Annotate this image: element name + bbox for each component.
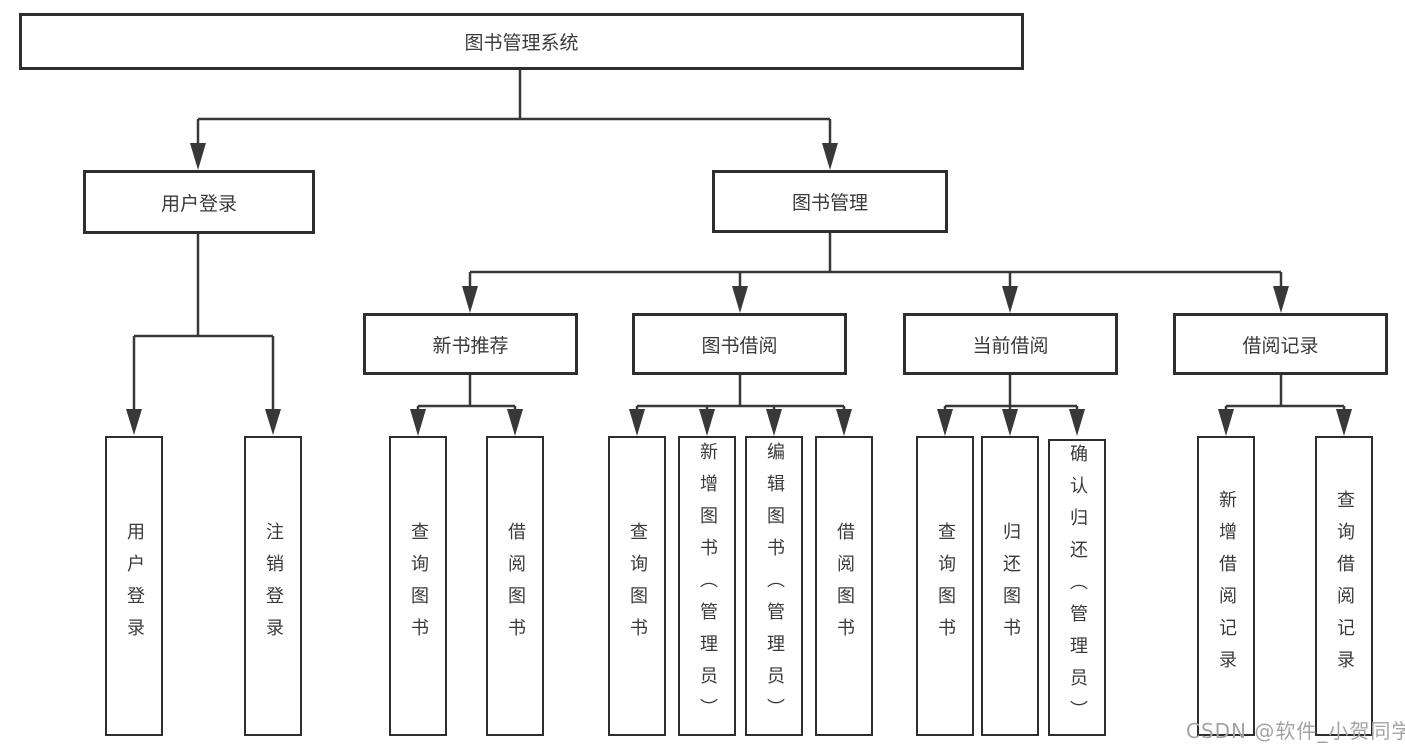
leaf-return-books-label: 归还图书 bbox=[1000, 522, 1021, 650]
node-current-borrow-label: 当前借阅 bbox=[972, 334, 1049, 357]
leaf-confirm-return-admin: 确认归还（管理员） bbox=[1048, 439, 1106, 736]
node-root: 图书管理系统 bbox=[19, 13, 1024, 70]
node-borrow-records: 借阅记录 bbox=[1173, 313, 1388, 375]
leaf-borrow-books-label: 借阅图书 bbox=[834, 522, 855, 650]
leaf-add-book-admin: 新增图书（管理员） bbox=[678, 436, 736, 736]
leaf-query-books-current-label: 查询图书 bbox=[935, 522, 956, 650]
leaf-query-books-recommend-label: 查询图书 bbox=[408, 522, 429, 650]
leaf-borrow-books-recommend: 借阅图书 bbox=[486, 436, 544, 736]
node-user-login: 用户登录 bbox=[83, 170, 315, 234]
leaf-query-borrow-record-label: 查询借阅记录 bbox=[1334, 490, 1355, 682]
node-user-login-label: 用户登录 bbox=[160, 192, 237, 215]
leaf-logout: 注销登录 bbox=[244, 436, 302, 736]
leaf-confirm-return-admin-label: 确认归还（管理员） bbox=[1067, 443, 1088, 732]
leaf-query-books-recommend: 查询图书 bbox=[389, 436, 447, 736]
leaf-borrow-books: 借阅图书 bbox=[815, 436, 873, 736]
node-book-management: 图书管理 bbox=[712, 170, 948, 233]
leaf-borrow-books-recommend-label: 借阅图书 bbox=[505, 522, 526, 650]
node-new-book-recommend-label: 新书推荐 bbox=[432, 334, 509, 357]
leaf-query-borrow-record: 查询借阅记录 bbox=[1315, 436, 1373, 736]
leaf-logout-label: 注销登录 bbox=[263, 522, 284, 650]
node-current-borrow: 当前借阅 bbox=[903, 313, 1118, 375]
leaf-query-books-borrow: 查询图书 bbox=[608, 436, 666, 736]
node-borrow-records-label: 借阅记录 bbox=[1242, 334, 1319, 357]
node-new-book-recommend: 新书推荐 bbox=[363, 313, 578, 375]
node-book-borrow: 图书借阅 bbox=[632, 313, 847, 375]
node-book-management-label: 图书管理 bbox=[791, 192, 868, 214]
leaf-query-books-borrow-label: 查询图书 bbox=[627, 522, 648, 650]
leaf-user-login-label: 用户登录 bbox=[124, 522, 145, 650]
leaf-user-login: 用户登录 bbox=[105, 436, 163, 736]
leaf-add-borrow-record-label: 新增借阅记录 bbox=[1216, 490, 1237, 682]
leaf-add-book-admin-label: 新增图书（管理员） bbox=[697, 442, 718, 730]
watermark-text: CSDN @软件_小贺同学 bbox=[1186, 719, 1405, 743]
node-book-borrow-label: 图书借阅 bbox=[701, 334, 778, 357]
leaf-edit-book-admin-label: 编辑图书（管理员） bbox=[764, 442, 785, 730]
leaf-query-books-current: 查询图书 bbox=[916, 436, 974, 736]
leaf-edit-book-admin: 编辑图书（管理员） bbox=[745, 436, 803, 736]
leaf-return-books: 归还图书 bbox=[981, 436, 1039, 736]
leaf-add-borrow-record: 新增借阅记录 bbox=[1197, 436, 1255, 736]
node-root-label: 图书管理系统 bbox=[464, 32, 579, 54]
